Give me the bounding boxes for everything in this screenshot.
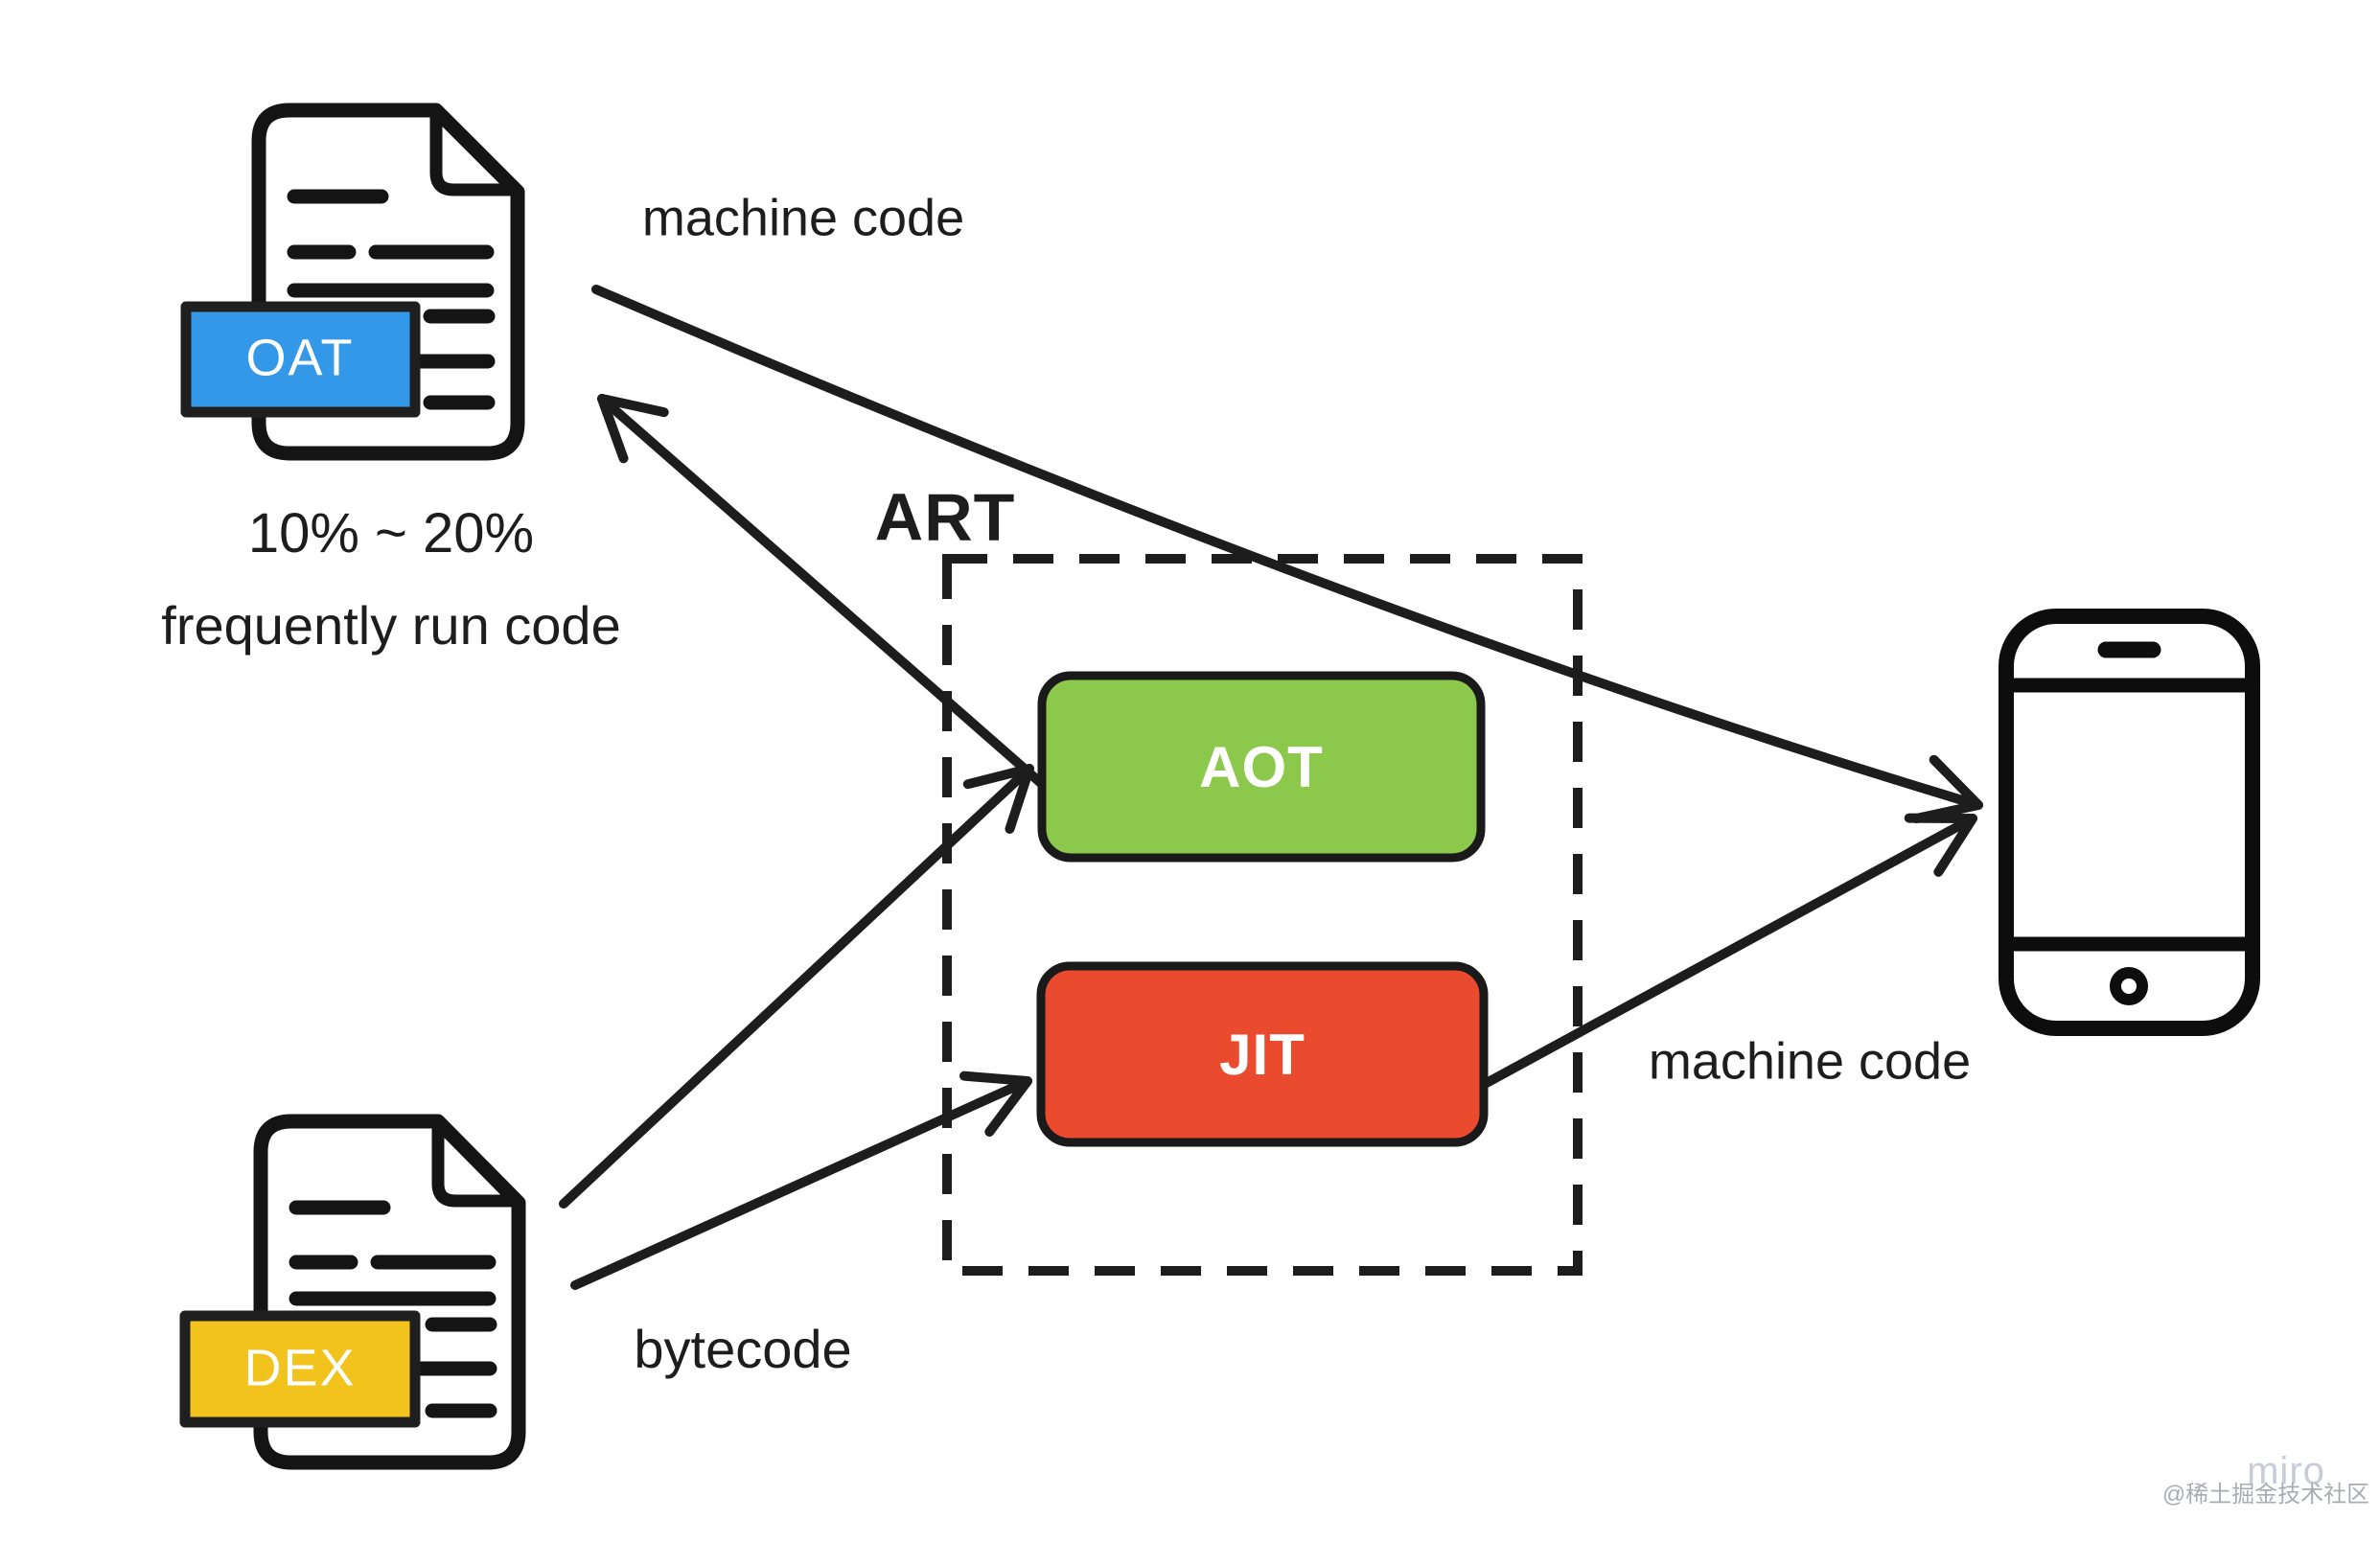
bytecode-label: bytecode xyxy=(634,1319,852,1380)
dex-badge-label: DEX xyxy=(243,1339,357,1397)
arrow-jit-to-phone xyxy=(1480,813,1977,1089)
oat-file-icon xyxy=(180,103,525,461)
miro-watermark: miro xyxy=(2247,1450,2325,1492)
phone-icon xyxy=(1999,609,2260,1036)
dex-badge xyxy=(179,1310,421,1428)
oat-badge xyxy=(180,301,421,418)
oat-badge-label: OAT xyxy=(245,329,355,387)
machine-code-top-label: machine code xyxy=(641,189,965,247)
art-title-label: ART xyxy=(874,479,1016,555)
jit-box-label: JIT xyxy=(1219,1023,1306,1087)
frequently-run-code-label: frequently run code xyxy=(161,595,621,656)
art-dashed-box xyxy=(942,554,1583,1276)
arrow-dex-to-jit xyxy=(570,1071,1032,1290)
arrow-machine-code-to-phone xyxy=(591,285,1983,823)
credit-watermark: @稀土掘金技术社区 xyxy=(2161,1481,2370,1508)
machine-code-right-label: machine code xyxy=(1648,1032,1972,1091)
percent-range-label: 10% ~ 20% xyxy=(247,502,535,565)
aot-box-label: AOT xyxy=(1199,735,1324,799)
dex-file-icon xyxy=(179,1114,526,1470)
arrow-dex-to-aot xyxy=(559,764,1034,1209)
aot-box xyxy=(1037,671,1486,863)
jit-box xyxy=(1036,961,1489,1147)
arrow-aot-to-oat-file xyxy=(597,394,1047,789)
